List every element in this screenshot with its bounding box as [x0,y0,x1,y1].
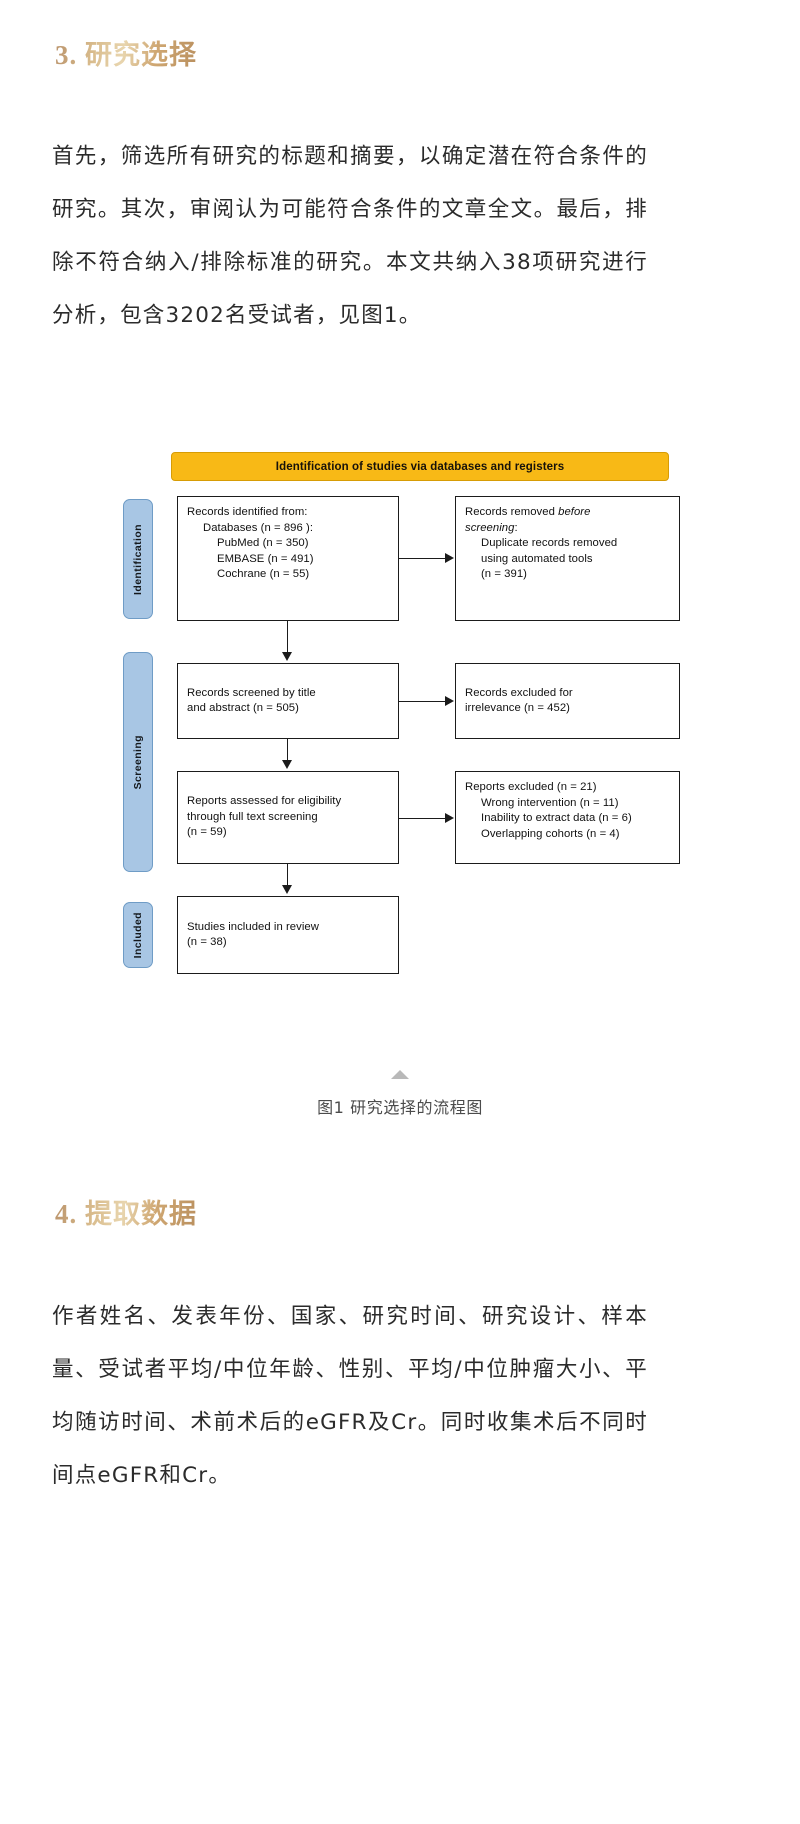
excluded-irrelevance-line2: irrelevance (n = 452) [465,702,570,714]
arrowhead-identified-to-removed-icon [445,553,454,563]
records-identified-line2: Databases (n = 896 ): [203,521,314,534]
connector-identified-to-removed [399,558,446,560]
excluded-irrelevance-line1: Records excluded for [465,686,573,699]
stage-tab-screening: Screening [123,652,153,872]
records-identified-line3: PubMed (n = 350) [217,537,309,549]
eligibility-line1: Reports assessed for eligibility [187,795,342,808]
stage-label-identification: Identification [132,523,144,595]
records-identified-line5: Cochrane (n = 55) [217,568,310,580]
arrowhead-screened-to-eligibility-icon [282,760,292,769]
connector-eligibility-to-included [287,864,289,885]
box-records-excluded-irrelevance: Records excluded for irrelevance (n = 45… [455,663,680,739]
records-screened-line2: and abstract (n = 505) [187,702,299,714]
connector-identified-to-screened [287,621,289,654]
stage-label-included: Included [132,911,144,959]
reports-excluded-line2: Wrong intervention (n = 11) [481,796,619,809]
arrowhead-screened-to-excluded-icon [445,696,454,706]
reports-excluded-line4: Overlapping cohorts (n = 4) [481,827,620,840]
box-records-removed: Records removed before screening: Duplic… [455,496,680,621]
included-line1: Studies included in review [187,920,319,933]
records-screened-line1: Records screened by title [187,686,316,699]
arrowhead-identified-to-screened-icon [282,652,292,661]
records-identified-line4: EMBASE (n = 491) [217,552,314,565]
box-records-identified: Records identified from: Databases (n = … [177,496,399,621]
records-removed-emph-before: before [558,506,591,518]
arrowhead-eligibility-to-excluded-icon [445,813,454,823]
box-reports-excluded: Reports excluded (n = 21) Wrong interven… [455,771,680,864]
eligibility-line2: through full text screening [187,810,318,823]
paragraph-study-selection: 首先，筛选所有研究的标题和摘要，以确定潜在符合条件的研究。其次，审阅认为可能符合… [52,143,648,328]
box-studies-included: Studies included in review (n = 38) [177,896,399,974]
caret-up-icon[interactable] [391,1070,409,1079]
flowchart-header: Identification of studies via databases … [171,452,669,481]
paragraph-data-extraction: 作者姓名、发表年份、国家、研究时间、研究设计、样本量、受试者平均/中位年龄、性别… [52,1303,648,1488]
page-title-study-selection: 3. 研究选择 [55,33,197,72]
records-removed-line3: Duplicate records removed [481,537,618,549]
stage-tab-included: Included [123,902,153,968]
records-removed-line4: using automated tools [481,552,593,565]
reports-excluded-line1: Reports excluded (n = 21) [465,781,597,793]
included-line2: (n = 38) [187,936,227,948]
figure-prisma-flow: Identification of studies via databases … [0,452,800,1012]
connector-screened-to-eligibility [287,739,289,762]
box-reports-assessed-eligibility: Reports assessed for eligibility through… [177,771,399,864]
stage-tab-identification: Identification [123,499,153,619]
page-title-data-extraction: 4. 提取数据 [55,1192,197,1231]
reports-excluded-line3: Inability to extract data (n = 6) [481,812,632,824]
arrowhead-eligibility-to-included-icon [282,885,292,894]
records-removed-line5: (n = 391) [481,568,527,580]
connector-eligibility-to-excluded [399,818,446,820]
flowchart: Identification of studies via databases … [115,452,685,1012]
box-records-screened: Records screened by title and abstract (… [177,663,399,739]
connector-screened-to-excluded [399,701,446,703]
eligibility-line3: (n = 59) [187,826,227,839]
records-removed-line1: Records removed [465,506,559,518]
records-removed-emph-screening: screening [465,521,515,534]
stage-label-screening: Screening [132,734,144,790]
figure-caption: 图1 研究选择的流程图 [317,1098,483,1117]
records-identified-line1: Records identified from: [187,506,308,518]
records-removed-colon: : [514,521,518,534]
